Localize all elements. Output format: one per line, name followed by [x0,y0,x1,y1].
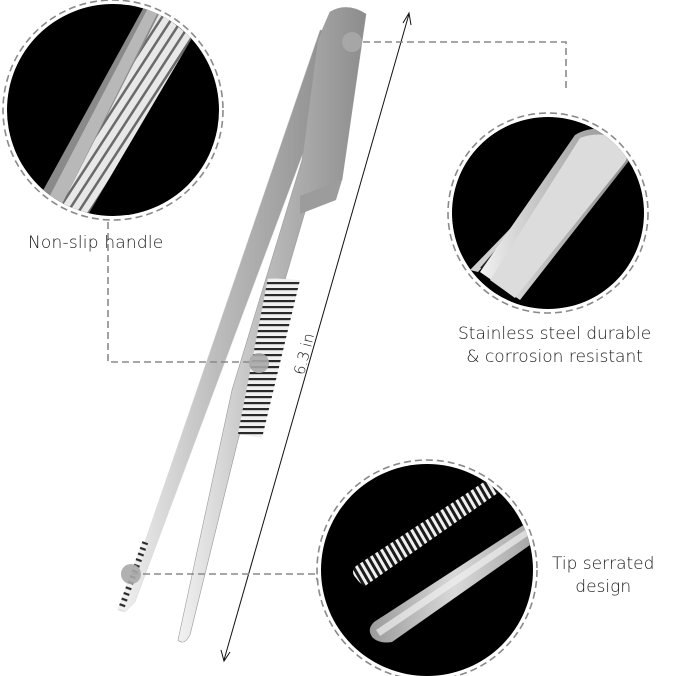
callout-tip-line-2: design [575,577,632,597]
marker-dot-handle [249,353,269,373]
callout-label-steel: Stainless steel durable & corrosion resi… [458,323,651,369]
dimension-arrow [220,11,412,663]
tip-detail-circle [316,459,538,676]
steel-detail-circle [447,112,649,314]
callout-tip-line-1: Tip serrated [552,554,655,574]
callout-label-handle: Non-slip handle [28,233,163,253]
marker-dots [121,32,362,584]
handle-detail-circle [2,0,224,221]
callout-steel-line-2: & corrosion resistant [466,347,643,367]
tweezers-illustration [117,7,367,643]
marker-dot-tip [121,564,141,584]
callout-handle-text: Non-slip handle [28,233,164,253]
callout-steel-line-1: Stainless steel durable [458,324,652,344]
callout-label-tip: Tip serrated design [552,553,654,599]
marker-dot-steel [342,32,362,52]
callout-connectors [107,41,567,583]
